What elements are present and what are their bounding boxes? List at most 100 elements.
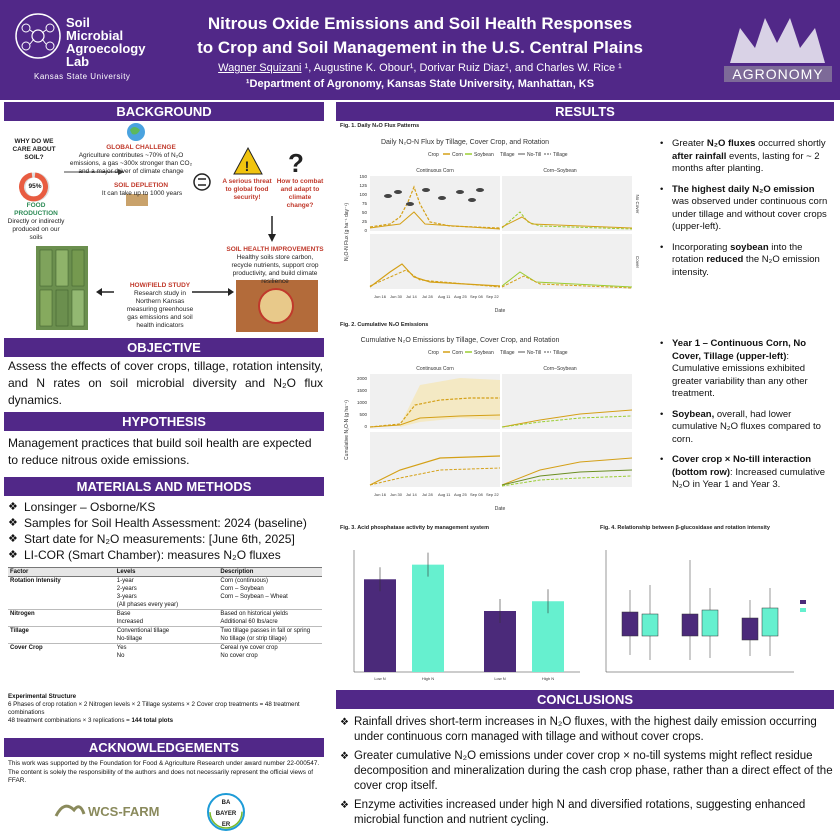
table-row: (All phases every year) <box>8 601 322 610</box>
wcs-logo-text: WCS-FARM <box>88 804 160 819</box>
table-cell: Base <box>114 609 219 618</box>
x-axis-ticks: Jun 16 Jun 30 Jul 14 Jul 28 Aug 11 Aug 2… <box>374 294 499 299</box>
table-cell <box>8 593 115 601</box>
table-cell <box>8 635 115 644</box>
global-challenge-text: Agriculture contributes ~70% of N₂O emis… <box>69 152 193 175</box>
affiliation: ¹Department of Agronomy, Kansas State Un… <box>245 78 595 90</box>
fig1-daily-flux-chart: Daily N₂O-N Flux by Tillage, Cover Crop,… <box>344 139 640 314</box>
lab-line: Agroecology <box>66 41 146 56</box>
percent-label: 95% <box>28 183 42 190</box>
y-tick: 150 <box>359 174 367 179</box>
strip-label: Cover <box>635 256 640 269</box>
boxplot-pair <box>621 585 659 660</box>
x-tick: Aug 25 <box>454 492 467 497</box>
panel-title: Corn–Soybean <box>543 366 577 372</box>
table-cell: (All phases every year) <box>116 602 179 608</box>
bayer-bot: ER <box>222 822 231 828</box>
x-tick: Jun 30 <box>390 492 403 497</box>
y-tick: 500 <box>359 412 367 417</box>
combat-text: How to combat and adapt to climate chang… <box>276 178 324 209</box>
figure-caption: Fig. 2. Cumulative N₂O Emissions <box>340 322 429 328</box>
table-cell: Yes <box>114 643 219 652</box>
legend-no-till: No-Till <box>527 152 541 158</box>
fig4-boxplot <box>605 550 806 673</box>
first-author: Wagner Squizani <box>218 62 302 74</box>
strip-label: No Cover <box>635 194 640 214</box>
acknowledgements-text: This work was supported by the Foundatio… <box>8 760 320 784</box>
panel-title: Continuous Corn <box>416 168 454 174</box>
legend-crop-label: Crop <box>428 152 439 158</box>
y-axis-ticks: 150 125 100 75 50 25 0 <box>359 174 367 233</box>
list-item: Start date for N₂O measurements: [June 6… <box>8 531 323 547</box>
background-infographic: ! ? WHY DO WE CARE ABOUT SOIL? 95% FOOD … <box>6 122 324 334</box>
bullet-text: : Cumulative emissions exhibited greater… <box>672 350 808 400</box>
legend-tillage-label: Tillage <box>500 152 515 158</box>
column-header: Levels <box>114 567 219 577</box>
bayer-mid: BAYER <box>216 811 237 817</box>
boxplot-pair <box>681 560 719 660</box>
y-axis-label: N₂O-N Flux (g ha⁻¹ day⁻¹) <box>344 203 350 261</box>
why-care-heading: WHY DO WE CARE ABOUT SOIL? <box>12 138 56 161</box>
bullet-text: : Increased cumulative N₂O in Year 1 and… <box>672 466 826 491</box>
list-item: Soybean, overall, had lower cumulative N… <box>658 409 834 447</box>
section-objective: OBJECTIVE <box>4 338 324 357</box>
x-tick: Low N <box>494 676 505 681</box>
table-cell: Cover Crop <box>8 643 115 652</box>
soil-depletion-heading: SOIL DEPLETION <box>113 182 169 189</box>
structure-text: 48 treatment combinations × 3 replicatio… <box>8 717 132 724</box>
table-cell: Rotation Intensity <box>8 576 115 585</box>
emphasis-text: Year 1 – Continuous Corn, No Cover, Till… <box>672 338 807 362</box>
legend-no-till: No-Till <box>527 350 541 356</box>
section-results: RESULTS <box>336 102 834 121</box>
bar-group <box>364 552 564 672</box>
bullet-text: overall, had lower cumulative N₂O fluxes… <box>672 408 821 445</box>
factor-table: Factor Levels Description Rotation Inten… <box>8 567 322 660</box>
x-tick: Sep 22 <box>486 492 499 497</box>
list-item: Samples for Soil Health Assessment: 2024… <box>8 515 323 531</box>
x-tick: Sep 22 <box>486 294 499 299</box>
section-background: BACKGROUND <box>4 102 324 121</box>
lab-logo <box>15 13 61 59</box>
y-axis-ticks: 2000 1500 1000 500 0 <box>357 376 368 429</box>
table-cell: No cover crop <box>220 653 258 659</box>
column-header: Factor <box>8 567 115 577</box>
x-tick: Low N <box>374 676 385 681</box>
table-cell: Corn – Soybean <box>220 586 264 592</box>
y-tick: 2000 <box>357 376 368 381</box>
list-item: Incorporating soybean into the rotation … <box>658 242 834 280</box>
lab-name: Soil Microbial Agroecology Lab <box>66 16 145 68</box>
list-item: Greater N₂O fluxes occurred shortly afte… <box>658 138 834 176</box>
bullet-text: was observed under continuous corn under… <box>672 196 828 232</box>
fig3-bar-chart: Low N High N Low N High N <box>353 550 580 681</box>
legend-corn: Corn <box>452 350 463 356</box>
table-cell: 1-year <box>114 576 219 585</box>
lab-line: Soil <box>66 15 90 30</box>
rain-icons <box>384 188 484 206</box>
materials-list: Lonsinger – Osborne/KS Samples for Soil … <box>8 499 323 563</box>
section-hypothesis: HYPOTHESIS <box>4 412 324 431</box>
experimental-structure-line: 48 treatment combinations × 3 replicatio… <box>8 717 322 725</box>
legend-tillage-label: Tillage <box>500 350 515 356</box>
table-cell: Two tillage passes in fall or spring <box>218 626 322 635</box>
table-cell: Increased <box>116 619 144 625</box>
threat-text: A serious threat to global food security… <box>222 178 272 201</box>
bar <box>412 564 444 672</box>
poster-header: Soil Microbial Agroecology Lab Kansas St… <box>0 0 840 100</box>
global-challenge-heading: GLOBAL CHALLENGE <box>106 144 176 151</box>
bullet-text: events, lasting for ~ 2 months after pla… <box>672 150 820 175</box>
table-header-row: Factor Levels Description <box>8 567 322 577</box>
wildcat-logo <box>730 18 825 63</box>
chart-title: Daily N₂O-N Flux by Tillage, Cover Crop,… <box>381 139 549 146</box>
x-axis-ticks: Jun 16 Jun 30 Jul 14 Jul 28 Aug 11 Aug 2… <box>374 492 499 497</box>
total-plots: 144 total plots <box>131 717 174 724</box>
wcs-farm-logo: WCS-FARM <box>54 804 160 819</box>
y-axis-label: Cumulative N₂O-N (g ha⁻¹) <box>344 400 350 460</box>
